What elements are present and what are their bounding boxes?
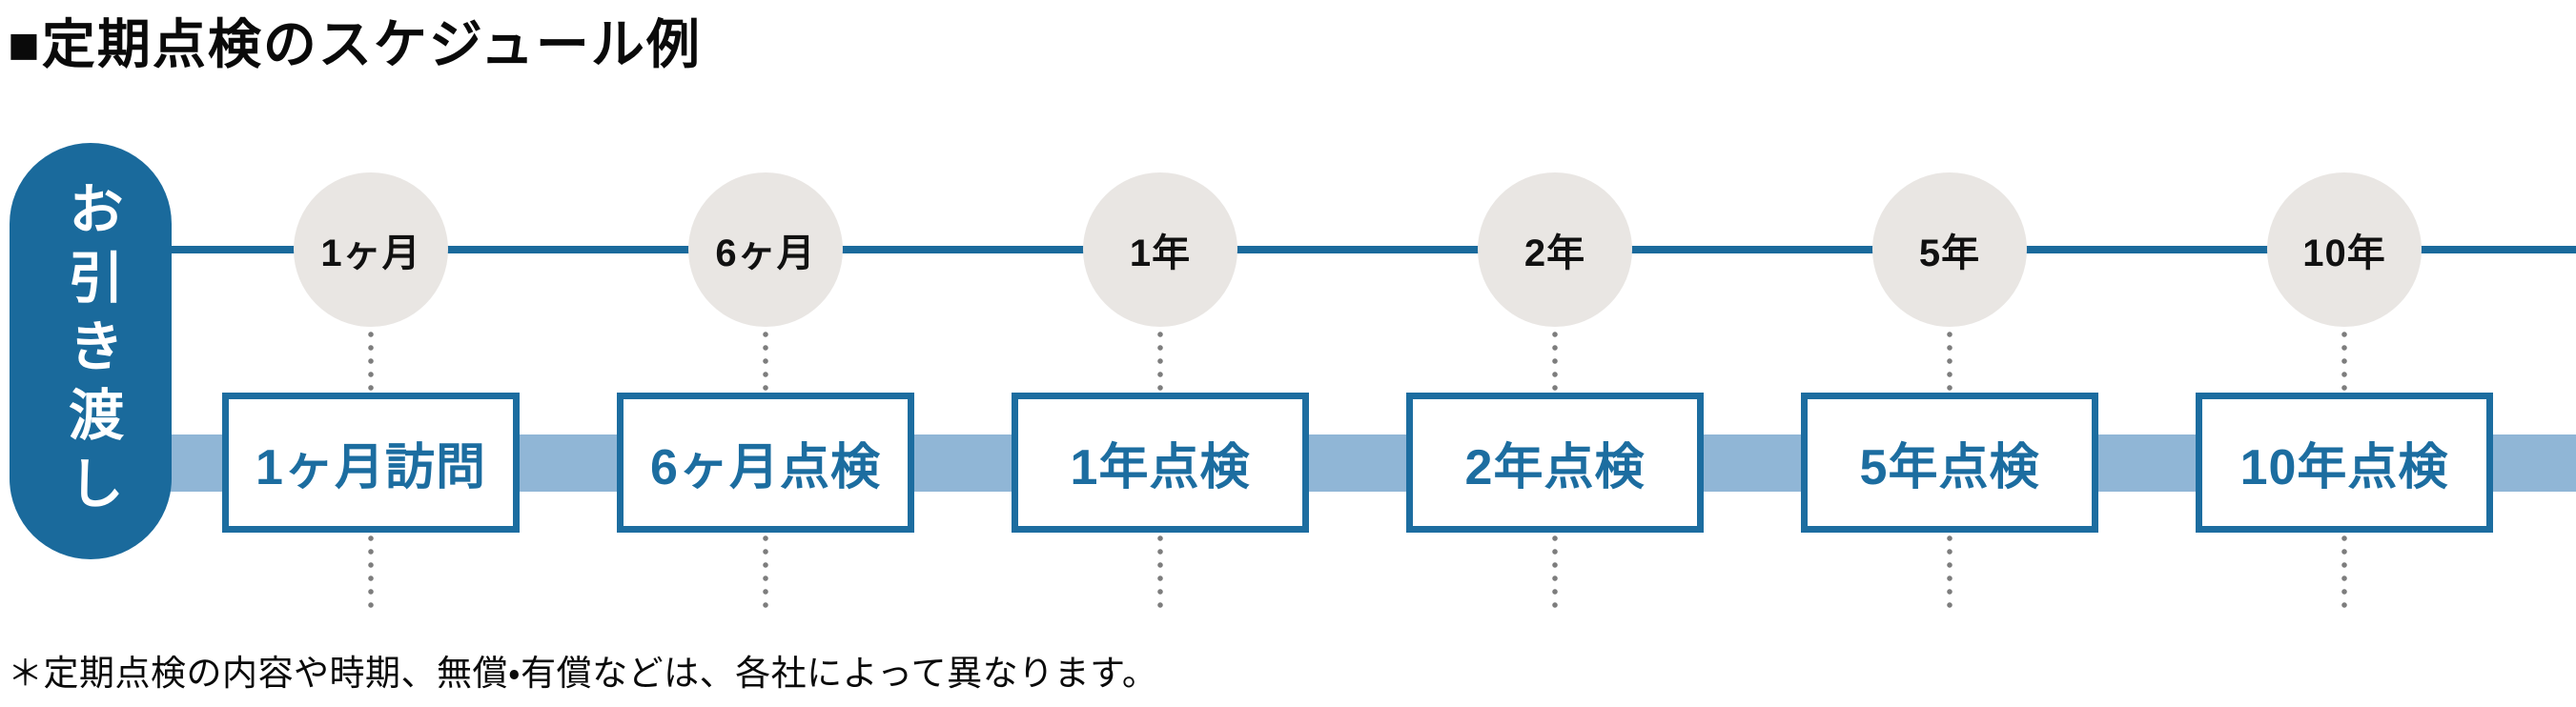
dotted-connector-below <box>763 535 768 616</box>
dotted-connector-above <box>1552 332 1558 391</box>
milestone-column-6month: 6ヶ月 6ヶ月点検 <box>617 143 914 638</box>
dotted-connector-above <box>1157 332 1163 391</box>
milestone-time-label: 1年 <box>1129 232 1192 274</box>
dotted-connector-above <box>368 332 374 391</box>
footnote: ＊定期点検の内容や時期、無償・有償などは、各社によって異なります。 <box>8 654 1158 693</box>
milestone-time-label: 5年 <box>1918 232 1981 274</box>
milestone-event-label: 10年点検 <box>2239 440 2449 495</box>
dotted-connector-below <box>1947 535 1952 616</box>
milestone-event-box: 1ヶ月訪問 <box>222 393 520 533</box>
milestone-column-2year: 2年 2年点検 <box>1406 143 1704 638</box>
milestone-time-label: 10年 <box>2302 232 2386 274</box>
milestone-circle: 6ヶ月 <box>688 172 843 327</box>
milestone-circle: 1ヶ月 <box>294 172 448 327</box>
handover-label: お引き渡し <box>60 179 122 523</box>
milestone-event-box: 6ヶ月点検 <box>617 393 914 533</box>
dotted-connector-below <box>368 535 374 616</box>
milestone-time-label: 2年 <box>1523 232 1586 274</box>
milestone-column-1month: 1ヶ月 1ヶ月訪問 <box>222 143 520 638</box>
milestone-circle: 2年 <box>1478 172 1632 327</box>
milestone-event-label: 6ヶ月点検 <box>650 440 881 495</box>
milestone-circle: 5年 <box>1872 172 2027 327</box>
dotted-connector-below <box>1552 535 1558 616</box>
milestone-event-label: 2年点検 <box>1464 440 1646 495</box>
inspection-track-bar <box>162 434 2576 492</box>
milestone-event-label: 1ヶ月訪問 <box>256 440 486 495</box>
milestone-column-10year: 10年 10年点検 <box>2196 143 2493 638</box>
milestone-event-box: 1年点検 <box>1012 393 1309 533</box>
dotted-connector-below <box>1157 535 1163 616</box>
page-title: ■定期点検のスケジュール例 <box>8 14 702 74</box>
dotted-connector-below <box>2341 535 2347 616</box>
milestone-event-label: 5年点検 <box>1859 440 2040 495</box>
milestone-time-label: 6ヶ月 <box>715 232 816 274</box>
dotted-connector-above <box>1947 332 1952 391</box>
handover-pill: お引き渡し <box>10 143 172 559</box>
milestone-column-1year: 1年 1年点検 <box>1012 143 1309 638</box>
milestone-column-5year: 5年 5年点検 <box>1801 143 2098 638</box>
dotted-connector-above <box>763 332 768 391</box>
milestone-circle: 1年 <box>1083 172 1237 327</box>
milestone-event-label: 1年点検 <box>1070 440 1251 495</box>
milestone-event-box: 5年点検 <box>1801 393 2098 533</box>
timeline-line <box>162 246 2576 253</box>
milestone-circle: 10年 <box>2267 172 2422 327</box>
milestone-event-box: 2年点検 <box>1406 393 1704 533</box>
dotted-connector-above <box>2341 332 2347 391</box>
milestone-event-box: 10年点検 <box>2196 393 2493 533</box>
milestone-time-label: 1ヶ月 <box>320 232 421 274</box>
